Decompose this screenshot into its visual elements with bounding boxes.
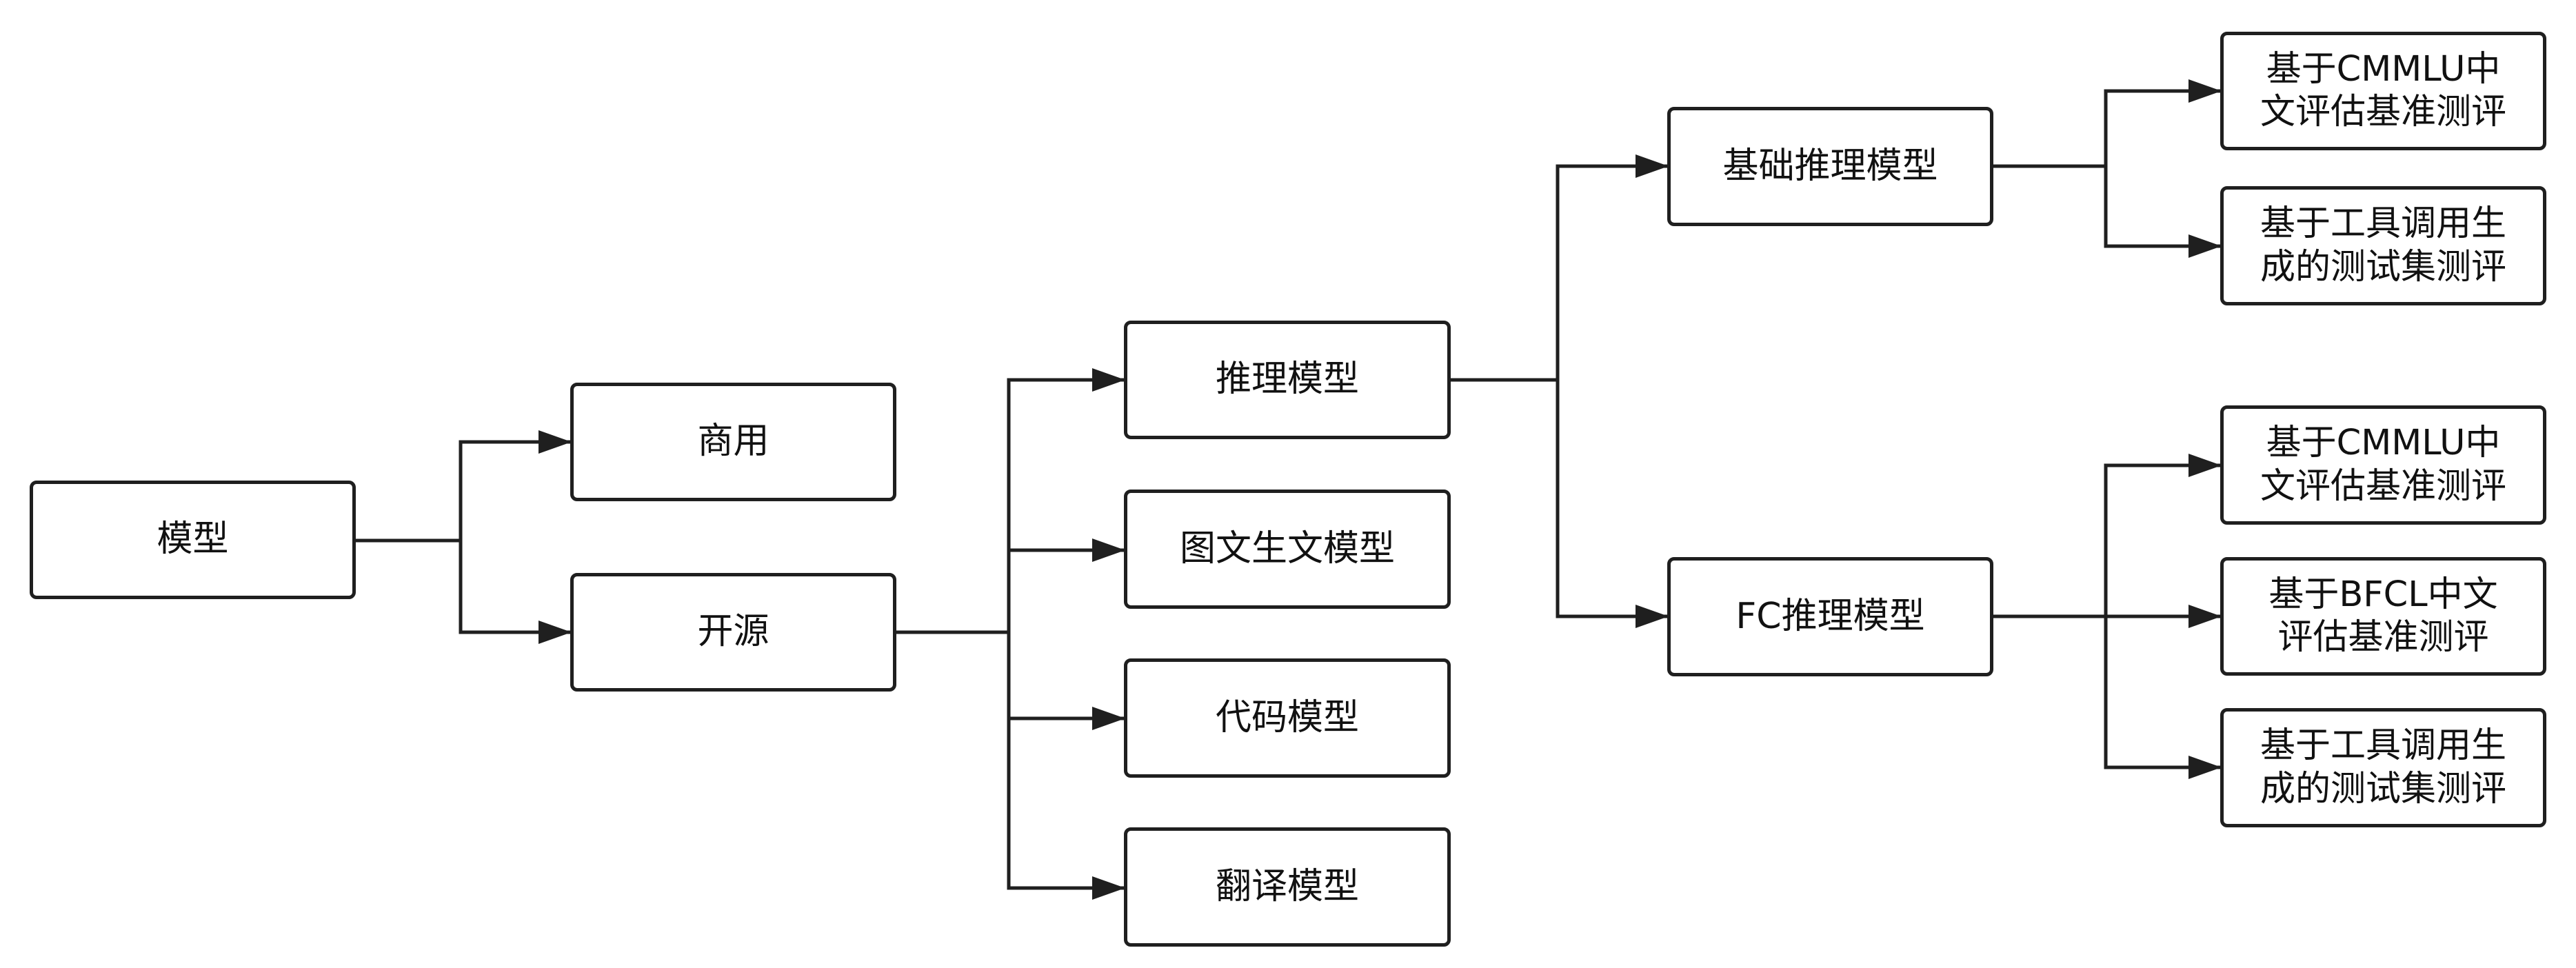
node-reasoning-model: 推理模型 <box>1124 321 1451 439</box>
node-basic-reasoning-model: 基础推理模型 <box>1667 107 1993 226</box>
node-image-text-model: 图文生文模型 <box>1124 490 1451 609</box>
node-commercial: 商用 <box>570 383 896 501</box>
leaf-basic-cmmlu-eval: 基于CMMLU中 文评估基准测评 <box>2220 32 2546 150</box>
node-open-source: 开源 <box>570 573 896 692</box>
node-root-model: 模型 <box>30 481 356 599</box>
leaf-fc-bfcl-eval: 基于BFCL中文 评估基准测评 <box>2220 557 2546 676</box>
node-fc-reasoning-model: FC推理模型 <box>1667 557 1993 676</box>
leaf-fc-tool-call-eval: 基于工具调用生 成的测试集测评 <box>2220 708 2546 827</box>
leaf-fc-cmmlu-eval: 基于CMMLU中 文评估基准测评 <box>2220 405 2546 525</box>
node-translation-model: 翻译模型 <box>1124 827 1451 947</box>
leaf-basic-tool-call-eval: 基于工具调用生 成的测试集测评 <box>2220 186 2546 305</box>
node-code-model: 代码模型 <box>1124 658 1451 778</box>
